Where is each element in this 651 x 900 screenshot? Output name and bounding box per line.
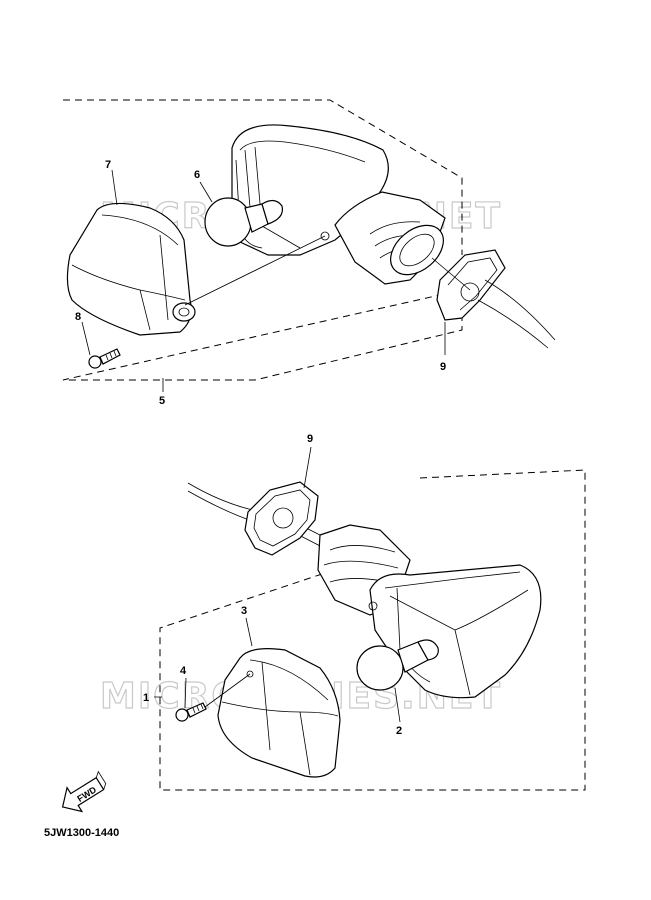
callout-top-6: 6	[194, 169, 200, 181]
top-lens	[66, 202, 196, 336]
bottom-cable	[187, 482, 331, 549]
top-grommet	[436, 249, 556, 349]
callout-top-5: 5	[159, 395, 165, 407]
callout-top-7: 7	[105, 159, 111, 171]
bottom-assembly-boundary	[159, 469, 586, 791]
callout-bottom-4: 4	[180, 665, 187, 677]
callout-bottom-2: 2	[396, 725, 402, 737]
bottom-lens	[217, 648, 341, 778]
top-assembly: 7 6 8 5 9	[62, 99, 556, 407]
top-screw	[88, 348, 121, 369]
bottom-screw	[175, 702, 207, 722]
diagram-code: 5JW1300-1440	[44, 827, 120, 839]
callout-bottom-3: 3	[241, 605, 247, 617]
bottom-leader-lines	[154, 446, 401, 723]
callout-top-9: 9	[440, 361, 446, 373]
bottom-housing	[317, 524, 542, 699]
callout-bottom-9: 9	[307, 433, 313, 445]
top-leader-lines	[81, 169, 471, 392]
callout-top-8: 8	[75, 311, 81, 323]
fwd-arrow-icon: FWD	[61, 770, 107, 813]
callout-bottom-1: 1	[143, 692, 149, 704]
top-bulb	[204, 197, 284, 247]
bottom-assembly: 9 3 4 1 2	[143, 433, 586, 791]
bottom-bulb	[356, 639, 439, 691]
bottom-grommet	[244, 481, 319, 556]
